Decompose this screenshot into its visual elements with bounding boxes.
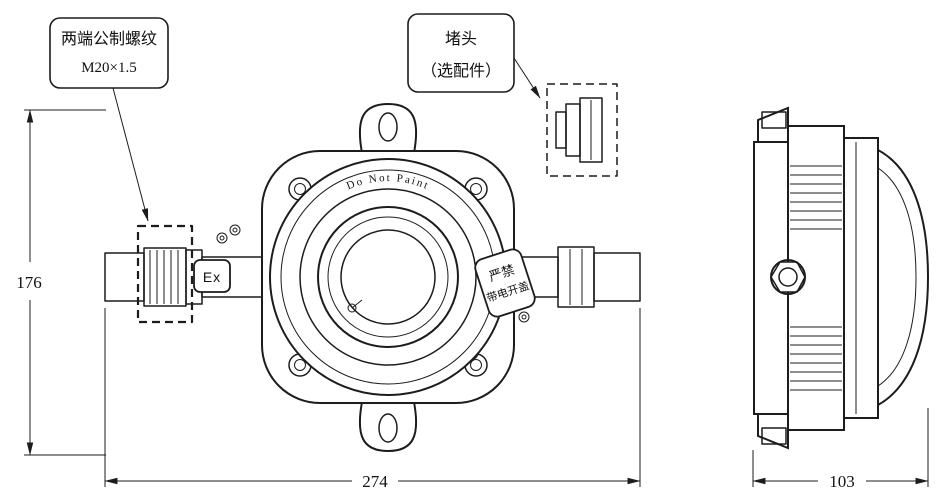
bottom-mounting-slot <box>378 413 398 443</box>
side-ribs-top <box>790 165 842 230</box>
detector-body: Do Not Paint <box>269 158 507 396</box>
right-conduit <box>513 246 641 323</box>
side-ribs-bottom <box>790 326 842 391</box>
small-screw <box>216 232 228 244</box>
dim-height-value: 176 <box>16 273 42 292</box>
mounting-ears <box>358 102 418 453</box>
side-view <box>753 106 930 450</box>
callout-plug-line1: 堵头 <box>445 30 477 48</box>
plug-cap <box>579 97 603 163</box>
small-screw-center <box>232 227 238 233</box>
lens-latch-lever <box>351 299 363 309</box>
callout-plug-line2: （选配件） <box>421 62 501 80</box>
side-top-clip <box>761 111 787 129</box>
lens-latch <box>347 303 357 313</box>
warning-badge: 严禁 带电开盖 <box>474 248 536 318</box>
lens-glass <box>340 229 436 325</box>
right-pipe <box>593 252 641 302</box>
body-outer-ring <box>269 158 507 396</box>
small-screw <box>518 311 530 323</box>
side-bottom-clip <box>761 427 787 445</box>
dimension-width: 274 <box>104 308 641 491</box>
callout-thread-leader <box>112 87 149 222</box>
plug-tip <box>555 111 567 149</box>
side-hex-boss <box>770 259 806 295</box>
callout-plug: 堵头 （选配件） <box>407 13 618 177</box>
small-screw-center <box>219 235 225 241</box>
front-view: Do Not Paint Ex 严禁 带电开盖 <box>104 102 641 453</box>
bottom-mounting-ear <box>358 401 418 453</box>
right-hex-coupler <box>557 246 595 308</box>
side-front-ring <box>843 137 879 419</box>
side-dome-inner <box>877 167 917 387</box>
thread-highlight-dashed-box <box>136 224 194 324</box>
dim-width-value: 274 <box>362 472 388 491</box>
small-screw-center <box>521 314 527 320</box>
plug-collar <box>565 103 581 157</box>
lens-ring <box>327 216 449 338</box>
small-screw <box>229 224 241 236</box>
callout-thread: 两端公制螺纹 M20×1.5 <box>49 17 194 324</box>
cover-ring <box>299 188 477 366</box>
dimension-height: 176 <box>16 109 106 456</box>
callout-plug-box <box>407 13 515 93</box>
lens-bezel <box>317 206 459 348</box>
left-conduit <box>104 224 263 307</box>
callout-thread-box <box>49 17 169 89</box>
dim-side-depth-value: 103 <box>829 472 855 491</box>
callout-plug-leader <box>513 57 541 99</box>
top-mounting-slot <box>378 112 398 142</box>
ex-badge: Ex <box>193 259 231 293</box>
callout-thread-line2: M20×1.5 <box>81 60 137 76</box>
top-mounting-ear <box>358 102 418 154</box>
left-thread-lines <box>149 250 179 304</box>
plug-detail <box>546 83 618 177</box>
dimension-side-depth: 103 <box>752 408 929 491</box>
ex-mark-text: Ex <box>203 269 221 285</box>
callout-thread-line1: 两端公制螺纹 <box>61 30 157 48</box>
side-dome <box>877 148 930 407</box>
plug-dashed-box <box>546 83 618 177</box>
